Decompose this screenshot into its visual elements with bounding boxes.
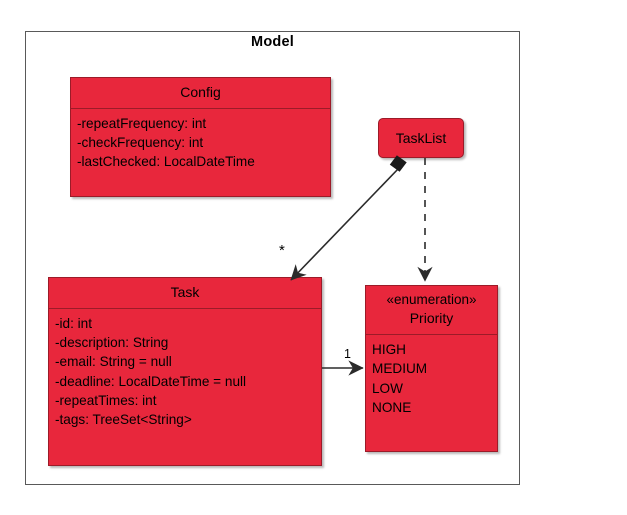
class-name-tasklist: TaskList — [395, 129, 447, 146]
class-box-task[interactable]: Task -id: int -description: String -emai… — [48, 277, 322, 466]
enum-name-priority: Priority — [409, 310, 454, 327]
multiplicity-label-one: 1 — [344, 347, 351, 361]
attribute-row: -lastChecked: LocalDateTime — [77, 154, 255, 170]
class-attributes-task: -id: int -description: String -email: St… — [49, 309, 321, 436]
attribute-row: -repeatFrequency: int — [77, 115, 207, 131]
attribute-row: -description: String — [55, 335, 169, 351]
enum-header-priority: «enumeration» Priority — [366, 286, 497, 336]
class-attributes-config: -repeatFrequency: int -checkFrequency: i… — [71, 109, 330, 178]
enum-literal-row: HIGH — [372, 342, 406, 358]
enum-literals-priority: HIGH MEDIUM LOW NONE — [366, 335, 497, 423]
attribute-row: -deadline: LocalDateTime = null — [55, 373, 247, 389]
enum-literal-row: NONE — [372, 400, 412, 415]
attribute-row: -tags: TreeSet<String> — [55, 412, 192, 428]
attribute-row: -checkFrequency: int — [77, 135, 204, 151]
attribute-row: -repeatTimes: int — [55, 393, 157, 409]
enum-literal-row: MEDIUM — [372, 361, 428, 377]
page-title: Model — [251, 34, 294, 50]
class-box-config[interactable]: Config -repeatFrequency: int -checkFrequ… — [70, 77, 331, 197]
stereotype-label: «enumeration» — [386, 292, 477, 307]
attribute-row: -email: String = null — [55, 354, 172, 370]
enum-literal-row: LOW — [372, 380, 403, 396]
class-name-task: Task — [49, 278, 321, 309]
multiplicity-label-star: * — [279, 242, 285, 259]
class-name-config: Config — [71, 78, 330, 109]
class-box-tasklist[interactable]: TaskList — [378, 118, 464, 158]
attribute-row: -id: int — [55, 315, 93, 331]
enum-box-priority[interactable]: «enumeration» Priority HIGH MEDIUM LOW N… — [365, 285, 498, 452]
